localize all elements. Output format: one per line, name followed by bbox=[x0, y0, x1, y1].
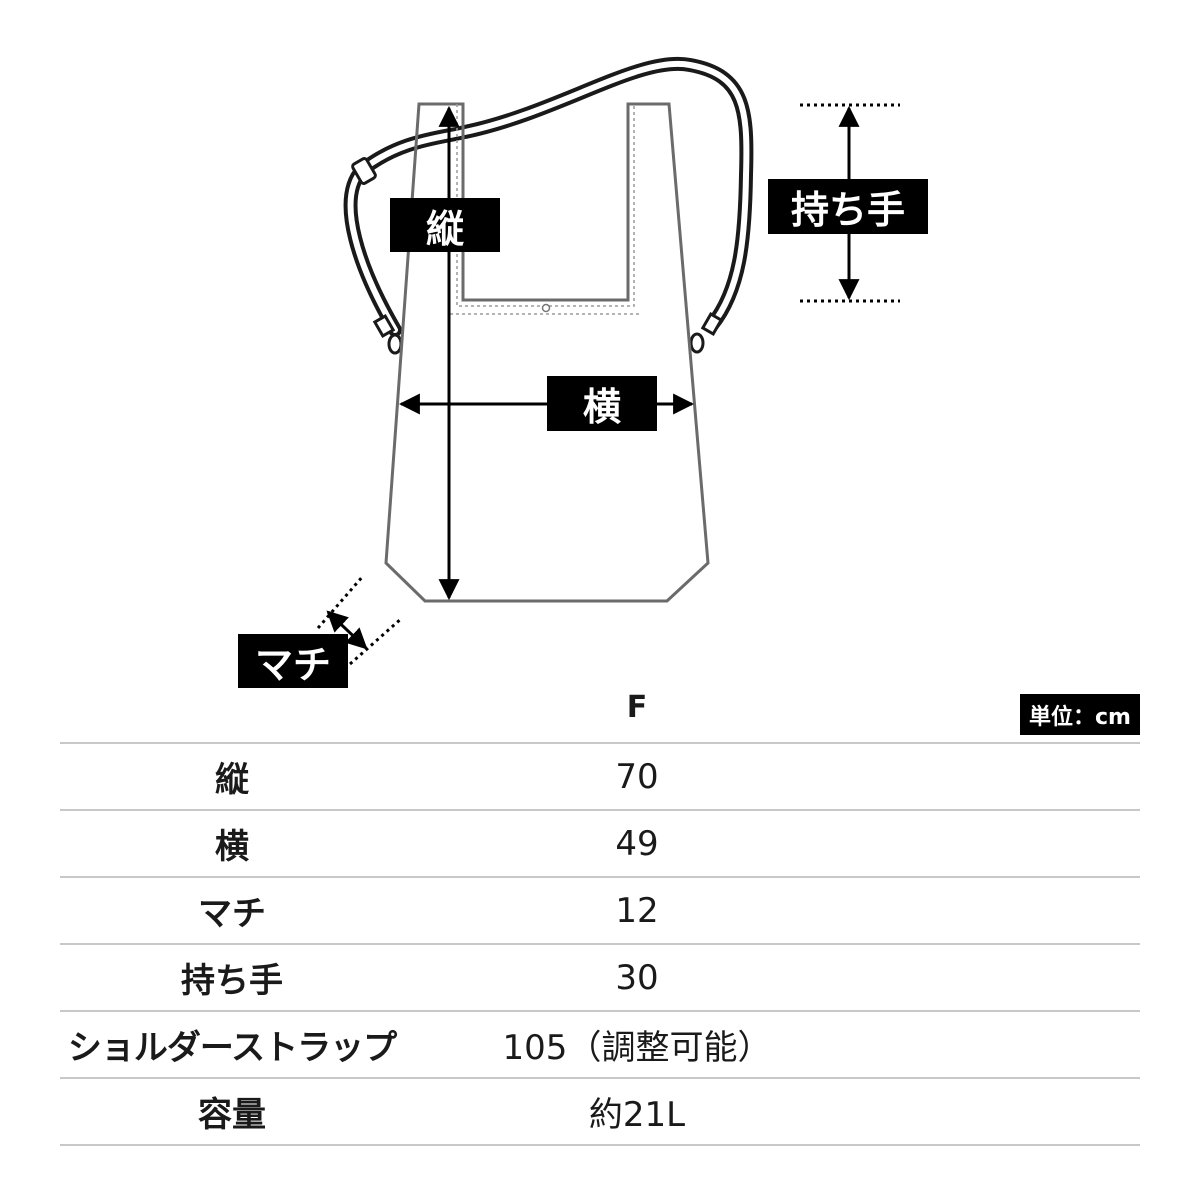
row-key: 持ち手 bbox=[60, 943, 404, 1011]
left-clip bbox=[372, 314, 403, 355]
spec-table: 縦 70 横 49 マチ 12 持ち手 30 ショルダーストラップ 105（調整… bbox=[60, 742, 1140, 1146]
bag-illustration bbox=[316, 56, 900, 666]
table-row: 持ち手 30 bbox=[60, 943, 1140, 1011]
row-key: 容量 bbox=[60, 1077, 404, 1146]
width-label: 横 bbox=[547, 376, 657, 431]
row-key: 横 bbox=[60, 809, 404, 877]
row-value: 105（調整可能） bbox=[404, 1010, 870, 1078]
gusset-dimension bbox=[316, 575, 403, 666]
table-row: ショルダーストラップ 105（調整可能） bbox=[60, 1010, 1140, 1078]
bag-body bbox=[384, 102, 710, 603]
row-value: 70 bbox=[404, 742, 870, 810]
row-value: 12 bbox=[404, 876, 870, 944]
table-row: 容量 約21L bbox=[60, 1077, 1140, 1146]
table-row: マチ 12 bbox=[60, 876, 1140, 944]
handle-label: 持ち手 bbox=[768, 179, 928, 234]
shoulder-strap bbox=[343, 56, 754, 337]
row-key: 縦 bbox=[60, 742, 404, 810]
snap-button bbox=[541, 303, 551, 313]
gusset-label: マチ bbox=[238, 634, 348, 688]
row-value: 49 bbox=[404, 809, 870, 877]
table-row: 横 49 bbox=[60, 809, 1140, 877]
row-value: 30 bbox=[404, 943, 870, 1011]
size-column-header: F bbox=[626, 690, 648, 725]
row-value: 約21L bbox=[404, 1077, 870, 1146]
unit-badge: 単位：cm bbox=[1020, 694, 1140, 735]
height-label: 縦 bbox=[390, 198, 500, 252]
table-row: 縦 70 bbox=[60, 742, 1140, 810]
right-clip bbox=[689, 312, 724, 354]
bag-diagram: 縦 横 持ち手 マチ bbox=[238, 56, 928, 688]
row-key: マチ bbox=[60, 876, 404, 944]
row-key: ショルダーストラップ bbox=[60, 1010, 404, 1078]
